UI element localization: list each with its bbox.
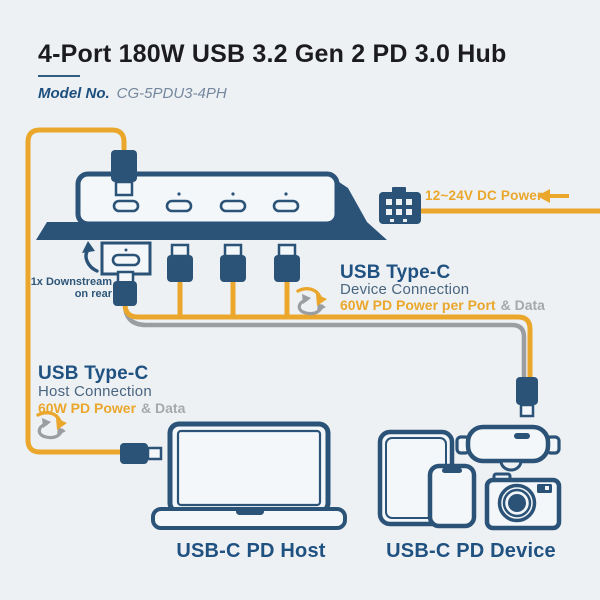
model-value: CG-5PDU3-4PH bbox=[116, 85, 227, 102]
usb-c-ports bbox=[112, 199, 300, 213]
port-power-cables bbox=[177, 280, 290, 318]
swap-arrows-icon-device bbox=[296, 287, 329, 316]
swap-arrows-icon-host bbox=[36, 411, 69, 440]
device-connection-spec: 60W PD Power per Port& Data bbox=[340, 297, 545, 313]
usb-c-port-3 bbox=[219, 199, 247, 213]
device-connection-subheading: Device Connection bbox=[340, 281, 469, 298]
rear-note-line2: on rear bbox=[75, 288, 113, 300]
rear-note-line1: 1x Downstream bbox=[31, 276, 113, 288]
host-label: USB-C PD Host bbox=[176, 540, 325, 562]
uplink-plug-tip bbox=[114, 180, 134, 197]
dc-power-connector-icon bbox=[379, 187, 421, 224]
host-connection-heading: USB Type-C bbox=[38, 363, 148, 384]
usb-c-plug-1 bbox=[167, 243, 193, 282]
usb-hub-icon bbox=[36, 150, 387, 240]
host-plug bbox=[120, 443, 163, 464]
dc-left-arrow-icon bbox=[537, 189, 569, 203]
page-title: 4-Port 180W USB 3.2 Gen 2 PD 3.0 Hub bbox=[38, 40, 507, 68]
model-label: Model No. bbox=[38, 85, 110, 102]
usb-c-plug-3 bbox=[274, 243, 300, 282]
laptop-icon bbox=[151, 421, 347, 530]
usb-c-port-1 bbox=[112, 199, 140, 213]
vr-headset-icon bbox=[455, 424, 561, 472]
host-connection-spec: 60W PD Power& Data bbox=[38, 400, 186, 416]
device-connection-heading: USB Type-C bbox=[340, 262, 450, 283]
model-number-line: Model No. CG-5PDU3-4PH bbox=[38, 85, 227, 102]
usb-c-plug-2 bbox=[220, 243, 246, 282]
curved-up-arrow-icon bbox=[82, 241, 99, 273]
device-power-cable bbox=[122, 303, 533, 381]
device-label: USB-C PD Device bbox=[386, 540, 556, 562]
uplink-plug-body bbox=[111, 150, 137, 182]
host-power-cable bbox=[25, 127, 127, 455]
host-connection-subheading: Host Connection bbox=[38, 383, 152, 400]
usb-c-port-4 bbox=[272, 199, 300, 213]
rear-plug-body bbox=[113, 281, 137, 306]
usb-c-port-2 bbox=[165, 199, 193, 213]
dc-power-label: 12~24V DC Power bbox=[425, 188, 543, 203]
rear-view-panel bbox=[100, 241, 152, 306]
phone-icon bbox=[427, 463, 477, 529]
title-underline bbox=[38, 75, 80, 77]
camera-icon bbox=[484, 472, 562, 531]
device-plug bbox=[516, 377, 538, 418]
hub-body bbox=[75, 171, 340, 227]
